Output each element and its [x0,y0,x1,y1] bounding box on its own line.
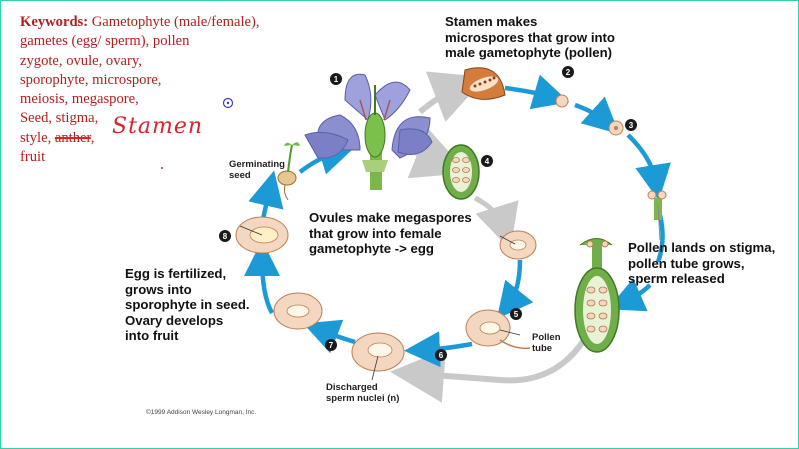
pollen-label-line: pollen tube grows, [628,255,745,271]
pollen-tube-label-line: tube [532,343,553,354]
egg-label-line: sporophyte in seed. [125,297,250,312]
keywords-comma: , [90,129,95,146]
egg-label-line: Egg is fertilized, [125,266,227,281]
step-8: 8 [223,232,228,241]
discharged-label-line: Discharged [326,382,378,393]
step-1: 1 [334,75,339,84]
flower-illustration [304,73,433,190]
ovule-megaspore [499,230,537,260]
pistil-with-pollen-tube [574,238,620,353]
germinating-label-line: Germinating [229,159,285,170]
keywords-heading: Keywords: [20,14,89,30]
pollen-tube-label: Pollen tube [532,332,561,354]
keywords-line-2: gametes (egg/ sperm), pollen [20,33,190,50]
keywords-line-8: fruit [20,149,46,166]
step-7: 7 [329,341,334,350]
cursor-dot-icon [222,97,234,109]
stamen-label-line: microspores that grow into [445,29,615,45]
keywords-line-3: zygote, ovule, ovary, [20,52,142,69]
pollen-label-line: sperm released [628,271,725,286]
stamen-label-line: Stamen makes [445,14,538,29]
keywords-line-7: style, [20,129,52,146]
stamen-label-line: male gametophyte (pollen) [445,45,613,60]
microspore-2 [555,94,569,108]
discharged-sperm-label: Discharged sperm nuclei (n) [326,382,399,404]
gray-arrow-stamen [418,71,486,122]
seed-illustration [235,216,289,254]
germinating-seed-illustration [277,142,300,201]
keyword-anther-struck: anther [54,129,91,146]
egg-label-line: grows into [125,281,192,297]
ovules-label-line: that grow into female [309,225,442,241]
step-4: 4 [485,157,490,166]
ovule-discharged-sperm [351,332,405,381]
discharged-label-line: sperm nuclei (n) [326,393,400,404]
pollen-tube-label-line: Pollen [532,332,561,343]
step-5: 5 [514,310,519,319]
keywords-line-1: Gametophyte (male/female), [91,14,260,30]
stamen-label: Stamen makes microspores that grow into … [445,14,615,61]
pollen-label: Pollen lands on stigma, pollen tube grow… [628,240,775,287]
ovules-label-line: gametophyte -> egg [309,241,434,256]
ovule-zygote [273,292,323,330]
ovules-label-line: Ovules make megaspores [309,210,472,225]
handwritten-stamen: Stamen [112,114,204,139]
anther-illustration [461,67,506,100]
germinating-label-line: seed [229,170,251,181]
egg-label-line: into fruit [125,328,179,343]
step-2: 2 [566,68,571,77]
keywords-block: Keywords: Gametophyte (male/female), gam… [20,13,290,167]
copyright-text: ©1999 Addison Wesley Longman, Inc. [146,409,257,416]
egg-label-line: Ovary develops [125,312,224,328]
keywords-line-6: Seed, stigma, [20,110,99,127]
stigma-with-pollen [647,190,667,241]
keywords-line-5: meiosis, megaspore, [20,91,139,108]
pollen-label-line: Pollen lands on stigma, [628,240,776,255]
ovary-illustration [442,144,480,200]
germinating-seed-label: Germinating seed [229,159,285,181]
ovule-pollen-tube [465,309,531,350]
keywords-line-4: sporophyte, microspore, [20,71,162,88]
gray-arrow-megaspore [473,195,519,250]
ovules-label: Ovules make megaspores that grow into fe… [309,210,472,257]
egg-fertilized-label: Egg is fertilized, grows into sporophyte… [125,266,250,344]
step-6: 6 [439,351,444,360]
step-badges: 1 2 3 4 5 6 7 8 [219,66,637,361]
step-3: 3 [629,121,634,130]
